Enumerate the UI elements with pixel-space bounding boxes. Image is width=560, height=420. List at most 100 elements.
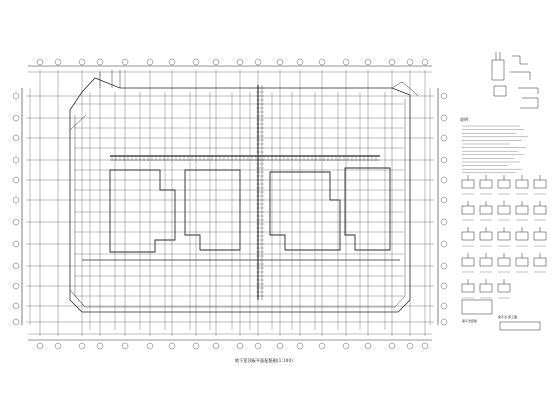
axis-bubble-right <box>440 156 448 164</box>
axis-bubble-left <box>12 240 20 248</box>
rebar-lines <box>74 87 404 330</box>
section-detail <box>479 205 493 215</box>
axis-bubble-left <box>12 114 20 122</box>
axis-bubble-top <box>54 58 62 66</box>
axis-bubble-right <box>440 262 448 270</box>
section-detail <box>479 231 493 241</box>
axis-bubble-top <box>212 58 220 66</box>
axis-bubble-left <box>12 92 20 100</box>
axis-bubble-bottom <box>192 342 200 350</box>
axis-bubble-right <box>440 318 448 326</box>
axis-bubble-bottom <box>236 342 244 350</box>
section-detail <box>533 257 547 267</box>
section-details <box>461 175 547 331</box>
axis-bubbles <box>12 58 448 350</box>
axis-bubble-bottom <box>276 342 284 350</box>
axis-bubble-bottom <box>78 342 86 350</box>
axis-bubble-left <box>12 218 20 226</box>
axis-bubble-bottom <box>421 342 429 350</box>
axis-bubble-top <box>318 58 326 66</box>
axis-bubble-left <box>12 134 20 142</box>
legend-caption-2: 梁平法 施工图 <box>498 314 517 319</box>
axis-bubble-right <box>440 282 448 290</box>
axis-bubble-top <box>342 58 350 66</box>
section-detail <box>479 283 493 293</box>
axis-bubble-bottom <box>296 342 304 350</box>
axis-bubble-left <box>12 156 20 164</box>
axis-bubble-top <box>406 58 414 66</box>
axis-bubble-top <box>192 58 200 66</box>
axis-bubble-bottom <box>406 342 414 350</box>
axis-bubble-left <box>12 262 20 270</box>
section-detail <box>461 179 475 189</box>
axis-bubble-right <box>440 114 448 122</box>
drawing-title: 地下室顶板平面配筋图(1:100) <box>234 358 294 363</box>
section-detail <box>515 179 529 189</box>
structural-grid <box>26 70 434 336</box>
legend-box <box>499 321 541 331</box>
detail-panel <box>491 52 539 109</box>
axis-bubble-top <box>168 58 176 66</box>
section-detail <box>515 257 529 267</box>
section-detail <box>515 205 529 215</box>
axis-bubble-top <box>364 58 372 66</box>
axis-bubble-top <box>121 58 129 66</box>
axis-bubble-top <box>296 58 304 66</box>
axis-bubble-right <box>440 302 448 310</box>
section-detail <box>533 205 547 215</box>
axis-bubble-top <box>388 58 396 66</box>
axis-bubble-right <box>440 134 448 142</box>
axis-bubble-top <box>254 58 262 66</box>
axis-bubble-left <box>12 176 20 184</box>
axis-bubble-bottom <box>318 342 326 350</box>
section-detail <box>461 257 475 267</box>
axis-bubble-top <box>146 58 154 66</box>
axis-bubble-bottom <box>212 342 220 350</box>
section-detail <box>497 283 511 293</box>
axis-bubble-left <box>12 282 20 290</box>
axis-bubble-left <box>12 318 20 326</box>
axis-bubble-bottom <box>168 342 176 350</box>
axis-bubble-top <box>421 58 429 66</box>
section-detail <box>461 205 475 215</box>
axis-bubble-left <box>12 196 20 204</box>
axis-bubble-top <box>96 58 104 66</box>
axis-bubble-bottom <box>54 342 62 350</box>
section-detail <box>515 231 529 241</box>
axis-bubble-top <box>78 58 86 66</box>
section-detail <box>533 179 547 189</box>
axis-bubble-bottom <box>146 342 154 350</box>
axis-bubble-bottom <box>36 342 44 350</box>
section-detail <box>479 257 493 267</box>
axis-bubble-top <box>36 58 44 66</box>
legend-caption: 梁平法配筋 <box>462 318 477 323</box>
axis-bubble-bottom <box>388 342 396 350</box>
section-detail <box>497 179 511 189</box>
axis-bubble-bottom <box>364 342 372 350</box>
axis-bubble-right <box>440 92 448 100</box>
axis-bubble-bottom <box>121 342 129 350</box>
axis-bubble-top <box>236 58 244 66</box>
section-detail <box>497 231 511 241</box>
notes-heading: 说明： <box>460 116 472 122</box>
axis-bubble-bottom <box>254 342 262 350</box>
axis-bubble-left <box>12 302 20 310</box>
axis-bubble-bottom <box>96 342 104 350</box>
section-detail <box>461 231 475 241</box>
section-detail <box>461 283 475 293</box>
axis-bubble-right <box>440 240 448 248</box>
axis-bubble-top <box>276 58 284 66</box>
axis-bubble-right <box>440 196 448 204</box>
section-detail <box>479 179 493 189</box>
notes-lines <box>462 125 546 299</box>
plan-outline <box>21 65 439 341</box>
axis-bubble-right <box>440 176 448 184</box>
axis-bubble-bottom <box>342 342 350 350</box>
axis-bubble-right <box>440 218 448 226</box>
legend-box <box>461 299 493 315</box>
section-detail <box>497 257 511 267</box>
section-detail <box>497 205 511 215</box>
section-detail <box>533 231 547 241</box>
